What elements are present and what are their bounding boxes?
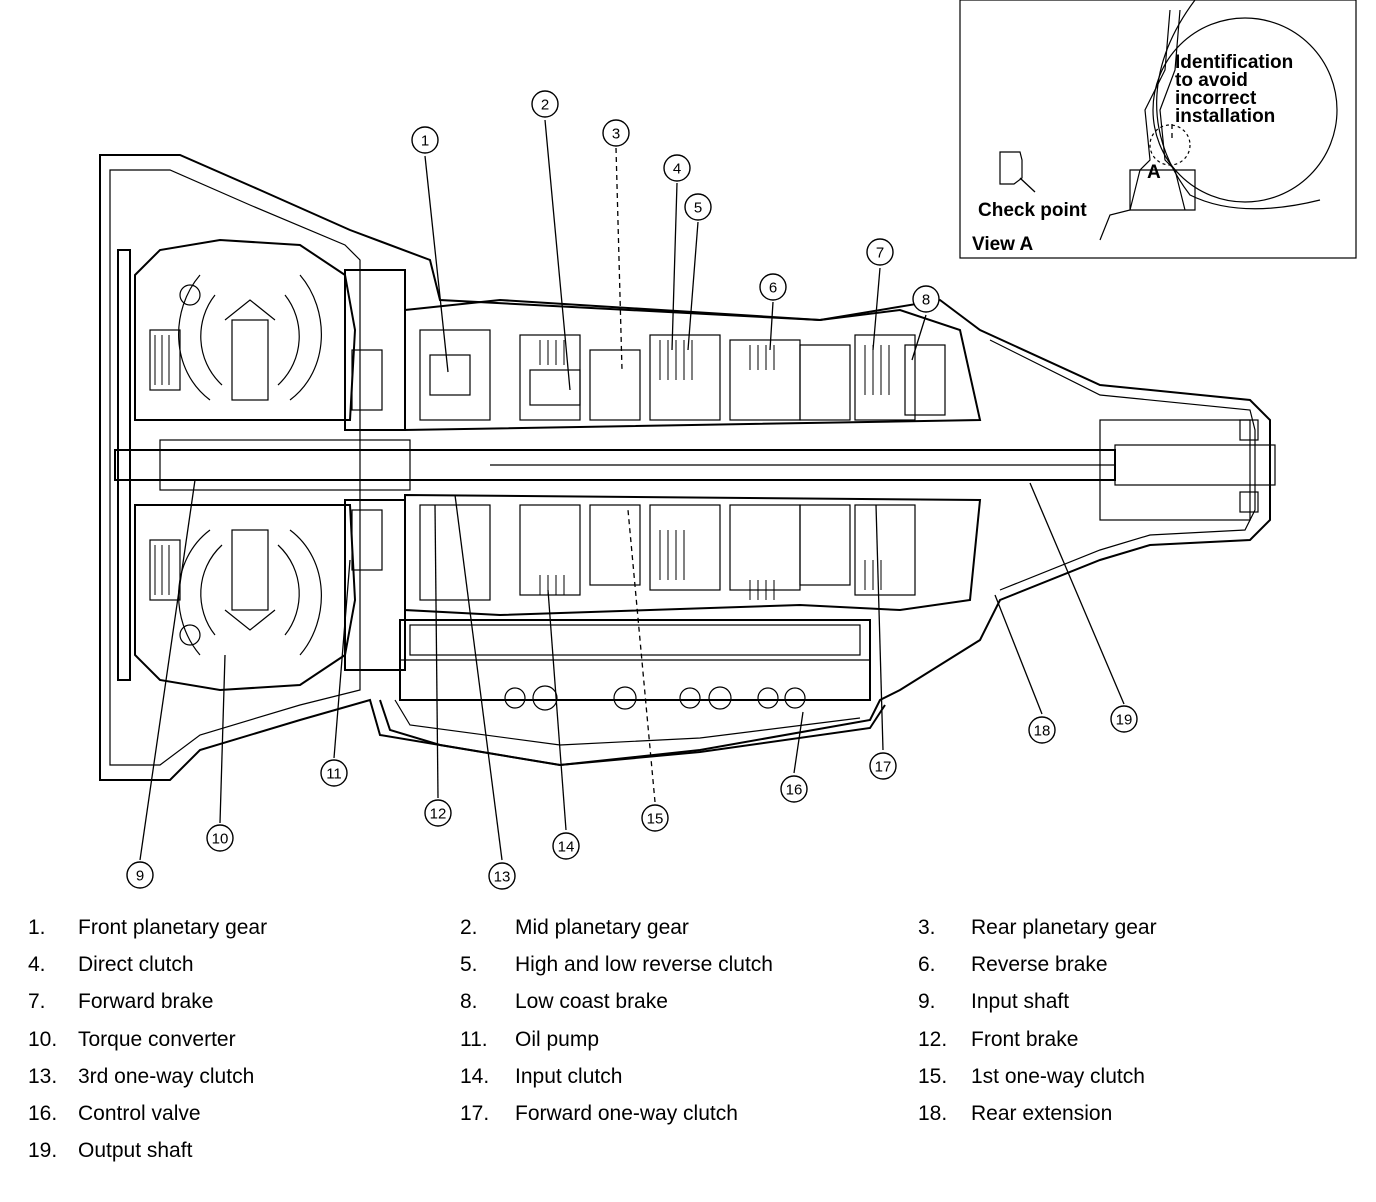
legend-item-label: Torque converter bbox=[78, 1027, 236, 1051]
legend-item-number: 7. bbox=[28, 990, 46, 1014]
callout-2-label: 2 bbox=[541, 97, 549, 114]
callout-5-label: 5 bbox=[694, 200, 702, 217]
legend-item-label: Input shaft bbox=[971, 990, 1070, 1014]
callout-8: 8 bbox=[912, 285, 940, 313]
control-valve-drawing bbox=[399, 619, 871, 711]
legend-item-number: 4. bbox=[28, 953, 46, 977]
callout-16-label: 16 bbox=[786, 782, 803, 799]
legend-item-label: Rear planetary gear bbox=[971, 916, 1157, 939]
legend-item-number: 19. bbox=[28, 1139, 58, 1163]
inset-check-point-label: Check point bbox=[978, 200, 1087, 221]
legend-item-number: 10. bbox=[28, 1027, 58, 1051]
legend-item-number: 17. bbox=[460, 1102, 490, 1125]
callout-17-label: 17 bbox=[875, 759, 892, 776]
callout-11-label: 11 bbox=[326, 766, 342, 783]
inset-view-label: View A bbox=[972, 234, 1034, 255]
callout-6: 6 bbox=[759, 273, 787, 301]
callout-18-label: 18 bbox=[1034, 723, 1051, 740]
callout-8-label: 8 bbox=[922, 292, 930, 309]
legend-item-number: 6. bbox=[918, 953, 936, 977]
callout-4: 4 bbox=[663, 154, 691, 182]
inset-identification-line-1: Identification bbox=[1175, 52, 1293, 73]
legend-item-number: 8. bbox=[460, 990, 478, 1014]
callout-1-label: 1 bbox=[421, 133, 429, 150]
callout-15: 15 bbox=[641, 804, 669, 832]
legend-item-number: 12. bbox=[918, 1027, 948, 1051]
callout-6-label: 6 bbox=[769, 280, 777, 297]
legend-item-number: 5. bbox=[460, 953, 478, 977]
gear-train-lower bbox=[404, 493, 982, 617]
callout-19: 19 bbox=[1110, 705, 1138, 733]
legend-item-label: Output shaft bbox=[78, 1139, 193, 1163]
inset-identification-line-3: incorrect bbox=[1175, 88, 1257, 109]
legend-item-label: Reverse brake bbox=[971, 953, 1108, 977]
legend-item-label: 3rd one-way clutch bbox=[78, 1064, 255, 1088]
leader-lines bbox=[139, 119, 1125, 861]
legend-item-number: 9. bbox=[918, 990, 936, 1014]
legend-item-number: 14. bbox=[460, 1064, 490, 1088]
callout-13: 13 bbox=[488, 862, 516, 890]
view-a-inset: Identification to avoid incorrect instal… bbox=[959, 0, 1357, 259]
callout-9: 9 bbox=[126, 861, 154, 889]
legend-item-label: Oil pump bbox=[515, 1027, 600, 1051]
legend-item-label: Direct clutch bbox=[78, 953, 194, 977]
callout-16: 16 bbox=[780, 775, 808, 803]
legend-item-label: Mid planetary gear bbox=[515, 916, 689, 939]
legend-item-number: 13. bbox=[28, 1064, 58, 1088]
parts-legend: 1. Front planetary gear 2. Mid planetary ge… bbox=[0, 908, 1376, 1178]
callout-12-label: 12 bbox=[430, 806, 447, 823]
callout-14: 14 bbox=[552, 832, 580, 860]
legend-item-number: 11. bbox=[460, 1027, 488, 1051]
callout-3: 3 bbox=[602, 119, 630, 147]
legend-item-label: 1st one-way clutch bbox=[971, 1064, 1145, 1088]
legend-item-label: Forward one-way clutch bbox=[515, 1102, 738, 1125]
callout-7-label: 7 bbox=[876, 245, 884, 262]
legend-item-number: 18. bbox=[918, 1102, 948, 1125]
legend-item-label: Front brake bbox=[971, 1027, 1079, 1051]
callout-12: 12 bbox=[424, 799, 452, 827]
callout-18: 18 bbox=[1028, 716, 1056, 744]
callout-14-label: 14 bbox=[558, 839, 575, 856]
callout-10: 10 bbox=[206, 824, 234, 852]
legend-item-number: 2. bbox=[460, 916, 478, 939]
callout-11: 11 bbox=[320, 759, 348, 787]
legend-item-number: 16. bbox=[28, 1102, 58, 1125]
legend-item-label: Input clutch bbox=[515, 1064, 623, 1088]
legend-item-number: 1. bbox=[28, 916, 46, 939]
shaft-assembly bbox=[114, 439, 1276, 491]
callout-7: 7 bbox=[866, 238, 894, 266]
callout-10-label: 10 bbox=[212, 831, 229, 848]
callout-19-label: 19 bbox=[1116, 712, 1133, 729]
callout-2: 2 bbox=[531, 90, 559, 118]
callout-13-label: 13 bbox=[494, 869, 511, 886]
callout-9-label: 9 bbox=[136, 868, 144, 885]
inset-identification-line-4: installation bbox=[1175, 106, 1275, 127]
gear-train-upper bbox=[404, 298, 982, 432]
callout-4-label: 4 bbox=[673, 161, 681, 178]
callout-17: 17 bbox=[869, 752, 897, 780]
transmission-cross-section-diagram: Identification to avoid incorrect instal… bbox=[99, 0, 1357, 890]
callout-15-label: 15 bbox=[647, 811, 664, 828]
legend-item-label: Low coast brake bbox=[515, 990, 668, 1014]
legend-item-label: Control valve bbox=[78, 1102, 201, 1125]
legend-item-label: Front planetary gear bbox=[78, 916, 268, 939]
inset-identification-line-2: to avoid bbox=[1175, 70, 1248, 91]
callout-3-label: 3 bbox=[612, 126, 620, 143]
callout-5: 5 bbox=[684, 193, 712, 221]
legend-item-number: 3. bbox=[918, 916, 936, 939]
torque-converter-drawing bbox=[134, 238, 357, 692]
legend-item-number: 15. bbox=[918, 1064, 948, 1088]
legend-item-label: High and low reverse clutch bbox=[515, 953, 773, 977]
callout-1: 1 bbox=[411, 126, 439, 154]
legend-item-label: Rear extension bbox=[971, 1102, 1113, 1125]
legend-item-label: Forward brake bbox=[78, 990, 214, 1014]
inset-marker-letter: A bbox=[1147, 162, 1161, 183]
